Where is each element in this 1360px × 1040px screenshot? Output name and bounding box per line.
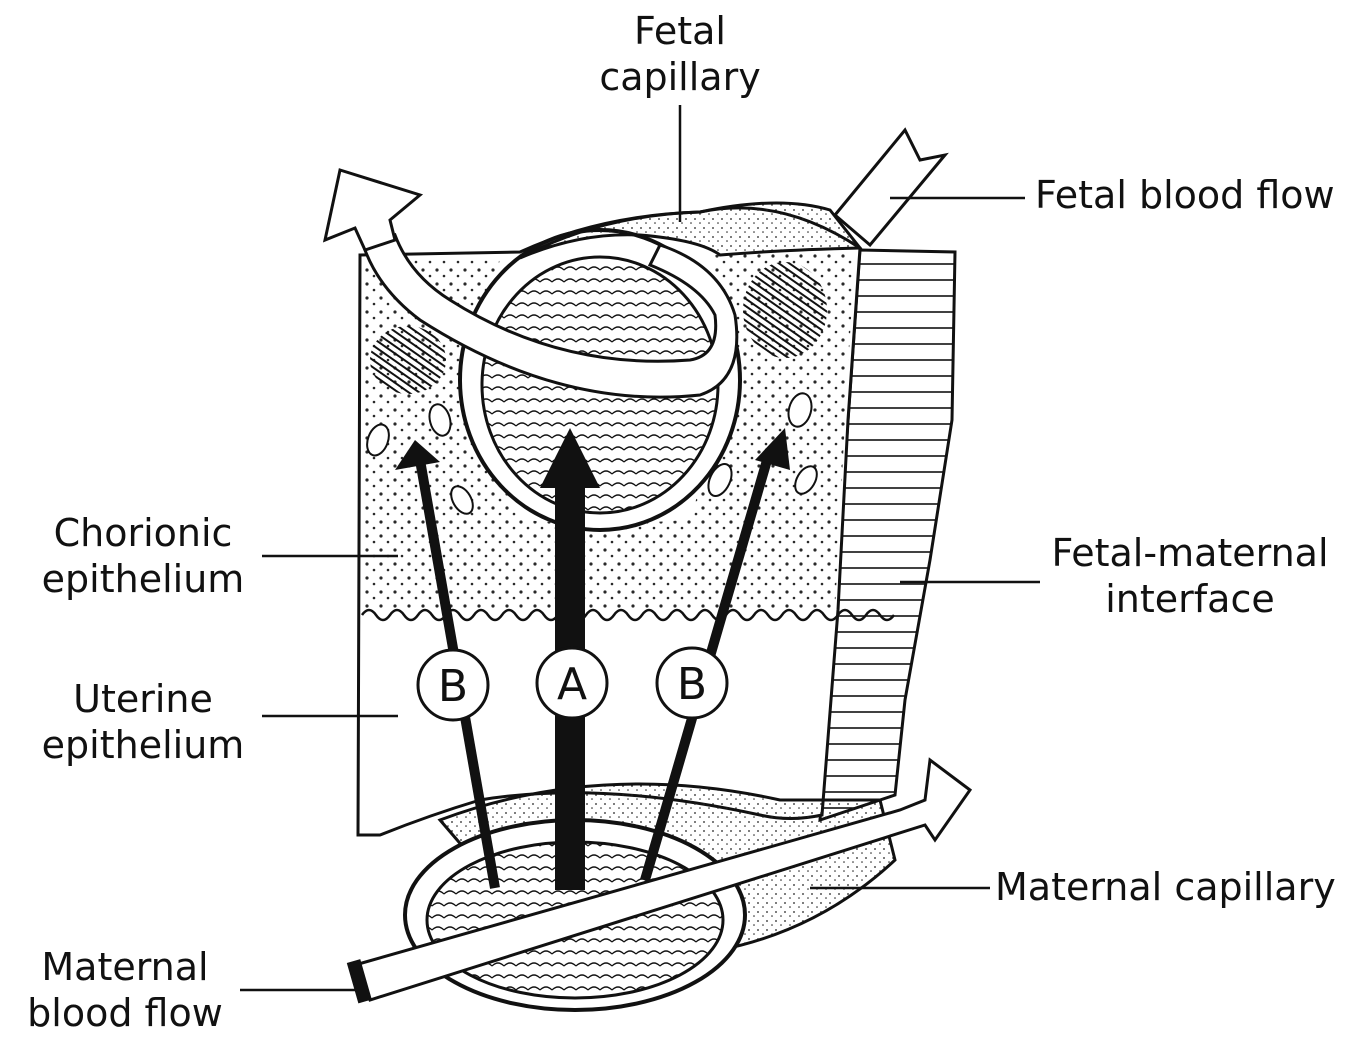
svg-text:B: B	[438, 661, 468, 712]
label-fetal-capillary: Fetal capillary	[590, 8, 770, 101]
label-maternal-flow-line1: Maternal	[10, 944, 240, 990]
label-fetal-capillary-line1: Fetal	[590, 8, 770, 54]
nucleus-left	[370, 326, 446, 394]
label-maternal-flow-line2: blood flow	[10, 990, 240, 1036]
label-fetal-capillary-line2: capillary	[590, 54, 770, 100]
label-fetal-maternal-interface: Fetal-maternal interface	[1040, 530, 1340, 623]
fetal-flow-incoming-arrow	[835, 130, 945, 245]
label-interface-line2: interface	[1040, 576, 1340, 622]
label-maternal-blood-flow: Maternal blood flow	[10, 944, 240, 1037]
label-interface-line1: Fetal-maternal	[1040, 530, 1340, 576]
svg-text:A: A	[557, 659, 587, 710]
label-chorionic-epithelium: Chorionic epithelium	[28, 510, 258, 603]
fetal-flow-arrowhead	[325, 170, 420, 250]
nucleus-right	[743, 262, 827, 358]
pathway-center-circle: A	[537, 648, 607, 718]
label-maternal-capillary: Maternal capillary	[995, 864, 1336, 910]
label-uterine-epithelium: Uterine epithelium	[28, 676, 258, 769]
label-chorionic-line1: Chorionic	[28, 510, 258, 556]
label-uterine-line1: Uterine	[28, 676, 258, 722]
label-chorionic-line2: epithelium	[28, 556, 258, 602]
label-fetal-blood-flow: Fetal blood flow	[1035, 172, 1335, 218]
pathway-left-circle: B	[418, 650, 488, 720]
pathway-right-circle: B	[657, 648, 727, 718]
label-uterine-line2: epithelium	[28, 722, 258, 768]
svg-text:B: B	[677, 659, 707, 710]
